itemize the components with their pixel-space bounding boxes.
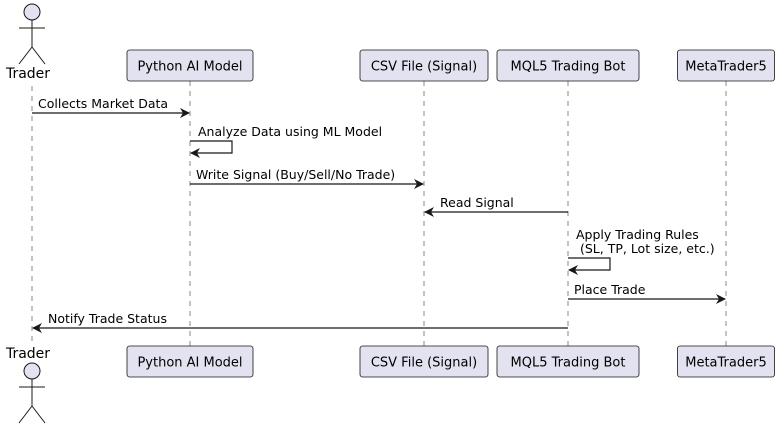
participant-label: MQL5 Trading Bot bbox=[511, 356, 626, 371]
participant-csv-file-signal-top: CSV File (Signal) bbox=[359, 49, 489, 82]
participant-label: Python AI Model bbox=[137, 356, 242, 371]
message-place-trade: Place Trade bbox=[568, 282, 726, 304]
actor-trader-bottom: Trader bbox=[5, 346, 50, 424]
participant-box bbox=[496, 49, 640, 82]
participant-python-ai-model-bottom: Python AI Model bbox=[126, 345, 254, 378]
message-label: Apply Trading Rules bbox=[576, 227, 699, 242]
message-label: Read Signal bbox=[440, 195, 514, 210]
message-label: Collects Market Data bbox=[38, 96, 168, 111]
actor-head-icon bbox=[23, 362, 41, 380]
actor-head-icon bbox=[23, 3, 41, 21]
message-notify-trade-status: Notify Trade Status bbox=[32, 311, 568, 333]
message-apply-trading-rules: Apply Trading Rules (SL, TP, Lot size, e… bbox=[568, 227, 715, 275]
participant-label: CSV File (Signal) bbox=[371, 356, 477, 371]
message-label: Analyze Data using ML Model bbox=[198, 124, 382, 139]
participant-box bbox=[677, 49, 775, 82]
participant-csv-file-signal-bottom: CSV File (Signal) bbox=[359, 345, 489, 378]
message-read-signal: Read Signal bbox=[424, 195, 568, 217]
participant-label: Python AI Model bbox=[137, 60, 242, 75]
self-message-arrow bbox=[568, 257, 611, 275]
participant-metatrader5-top: MetaTrader5 bbox=[677, 49, 775, 82]
actor-body-icon bbox=[18, 20, 46, 65]
participant-mql5-trading-bot-top: MQL5 Trading Bot bbox=[496, 49, 640, 82]
participant-box bbox=[126, 345, 254, 378]
participant-python-ai-model-top: Python AI Model bbox=[126, 49, 254, 82]
participant-label: MQL5 Trading Bot bbox=[511, 60, 626, 75]
participant-box bbox=[677, 345, 775, 378]
participant-label: MetaTrader5 bbox=[685, 356, 767, 371]
actor-trader-top: Trader bbox=[5, 3, 50, 82]
participant-box bbox=[359, 345, 489, 378]
participant-label: MetaTrader5 bbox=[685, 60, 767, 75]
participant-metatrader5-bottom: MetaTrader5 bbox=[677, 345, 775, 378]
actor-label: Trader bbox=[5, 346, 50, 362]
actor-label: Trader bbox=[5, 66, 50, 82]
actor-body-icon bbox=[18, 379, 46, 424]
message-collects-market-data: Collects Market Data bbox=[32, 96, 190, 118]
participant-label: CSV File (Signal) bbox=[371, 60, 477, 75]
participant-box bbox=[496, 345, 640, 378]
participant-mql5-trading-bot-bottom: MQL5 Trading Bot bbox=[496, 345, 640, 378]
message-label: Write Signal (Buy/Sell/No Trade) bbox=[196, 167, 395, 182]
message-write-signal-buy-sell-no-trade: Write Signal (Buy/Sell/No Trade) bbox=[190, 167, 424, 189]
participant-box bbox=[126, 49, 254, 82]
message-analyze-data-using-ml-model: Analyze Data using ML Model bbox=[190, 124, 382, 158]
self-message-arrow bbox=[190, 140, 233, 158]
message-label: Place Trade bbox=[574, 282, 646, 297]
message-label: (SL, TP, Lot size, etc.) bbox=[576, 241, 715, 256]
participant-box bbox=[359, 49, 489, 82]
message-label: Notify Trade Status bbox=[48, 311, 167, 326]
